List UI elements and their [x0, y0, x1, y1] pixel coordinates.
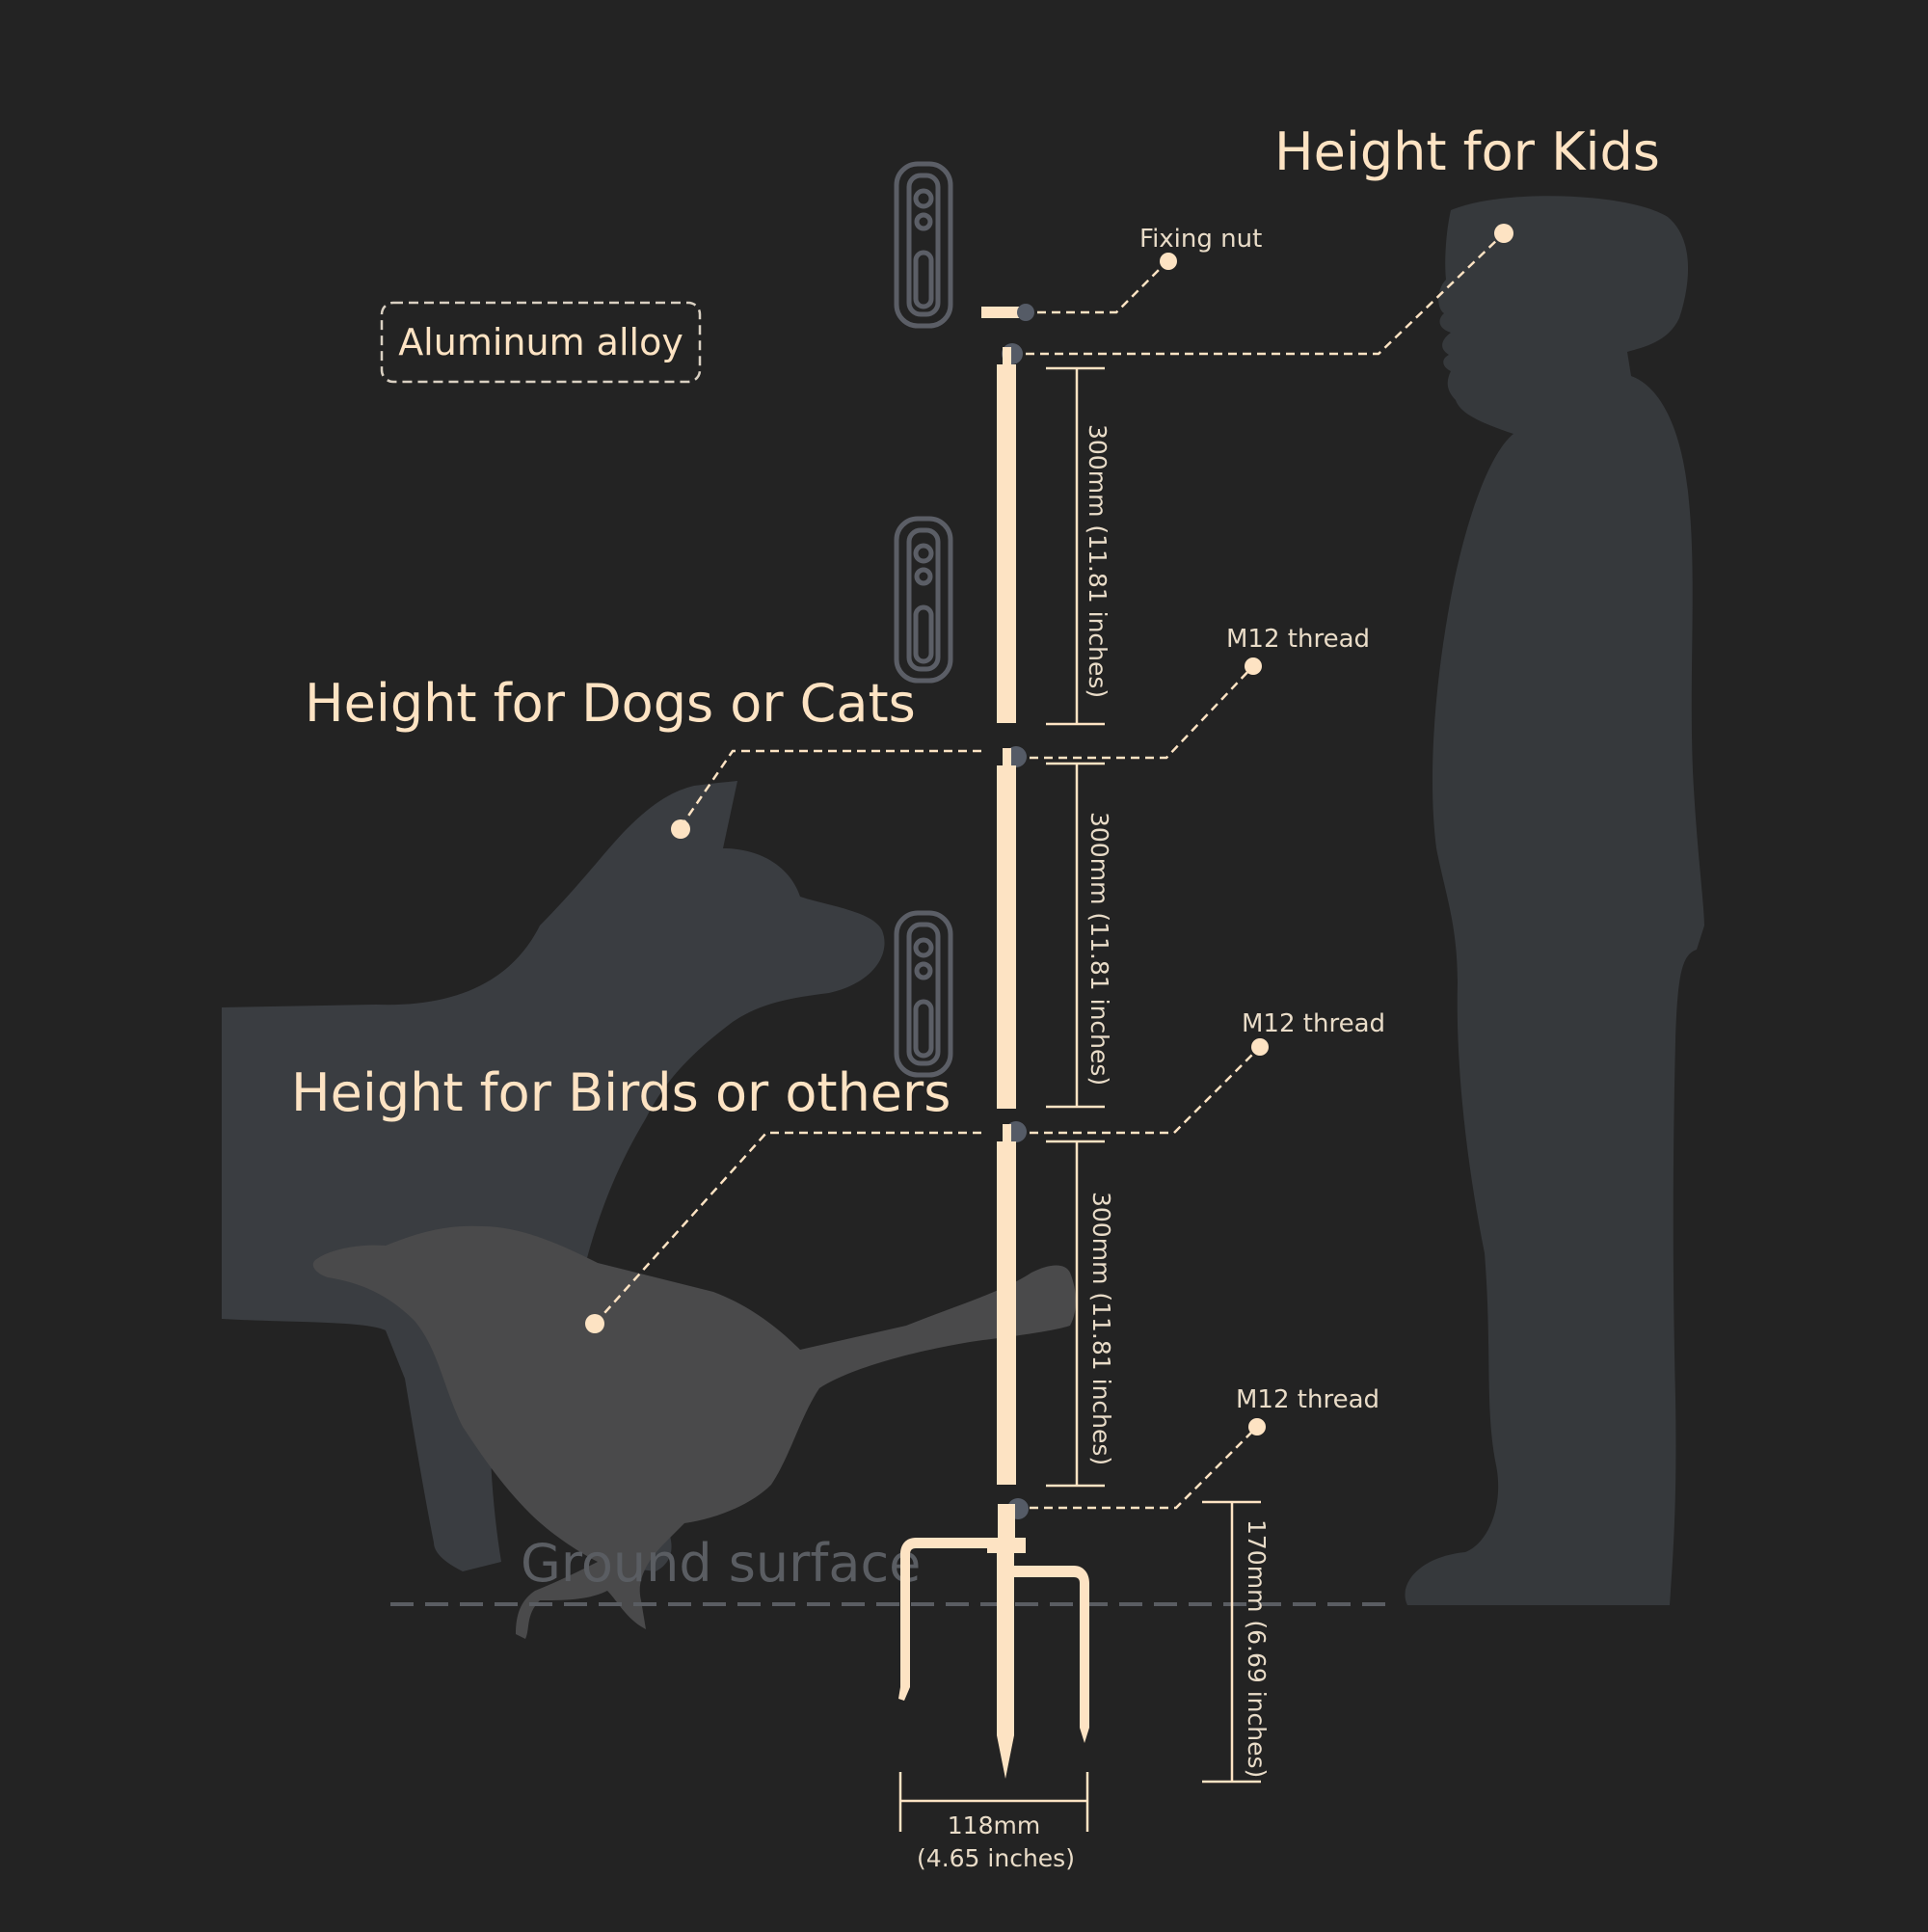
- thread-marker-1: [1245, 657, 1262, 675]
- dog-height-marker: [671, 819, 690, 839]
- heading-birds-others: Height for Birds or others: [291, 1062, 951, 1123]
- ground-surface-label: Ground surface: [521, 1533, 921, 1594]
- pole-segment-2: [997, 765, 1016, 1109]
- thread-label-1: M12 thread: [1226, 625, 1370, 654]
- dimension-stake-width-in: (4.65 inches): [917, 1844, 1075, 1872]
- dog-silhouette: [222, 781, 885, 1571]
- kid-silhouette: [1405, 196, 1704, 1605]
- dimension-stake-height: 170mm (6.69 inches): [1243, 1519, 1271, 1778]
- material-badge-label: Aluminum alloy: [398, 321, 683, 363]
- dimension-segment-3: 300mm (11.81 inches): [1087, 1192, 1115, 1465]
- dimension-segment-1: 300mm (11.81 inches): [1084, 424, 1111, 698]
- heading-kids: Height for Kids: [1274, 121, 1660, 182]
- camera-device-icon: [894, 910, 953, 1078]
- thread-marker-2: [1251, 1038, 1269, 1056]
- heading-dogs-cats: Height for Dogs or Cats: [305, 673, 916, 734]
- bird-silhouette: [312, 1225, 1077, 1639]
- thread-label-3: M12 thread: [1236, 1385, 1379, 1414]
- fixing-nut-label: Fixing nut: [1139, 225, 1262, 254]
- bird-height-marker: [585, 1314, 604, 1333]
- dimension-stake-width-mm: 118mm: [948, 1811, 1040, 1839]
- dimension-segment-2: 300mm (11.81 inches): [1085, 812, 1113, 1086]
- thread-marker-3: [1248, 1418, 1266, 1436]
- fixing-nut: [981, 307, 1026, 318]
- material-badge: Aluminum alloy: [380, 301, 702, 384]
- fixing-nut-marker: [1160, 253, 1177, 270]
- thread-label-2: M12 thread: [1242, 1009, 1385, 1038]
- camera-device-icon: [894, 161, 953, 329]
- camera-device-icon: [894, 516, 953, 684]
- pole-segment-3: [997, 1141, 1016, 1485]
- kid-height-marker: [1494, 224, 1513, 243]
- ground-stake: [898, 1504, 1089, 1779]
- pole-segment-1: [997, 364, 1016, 723]
